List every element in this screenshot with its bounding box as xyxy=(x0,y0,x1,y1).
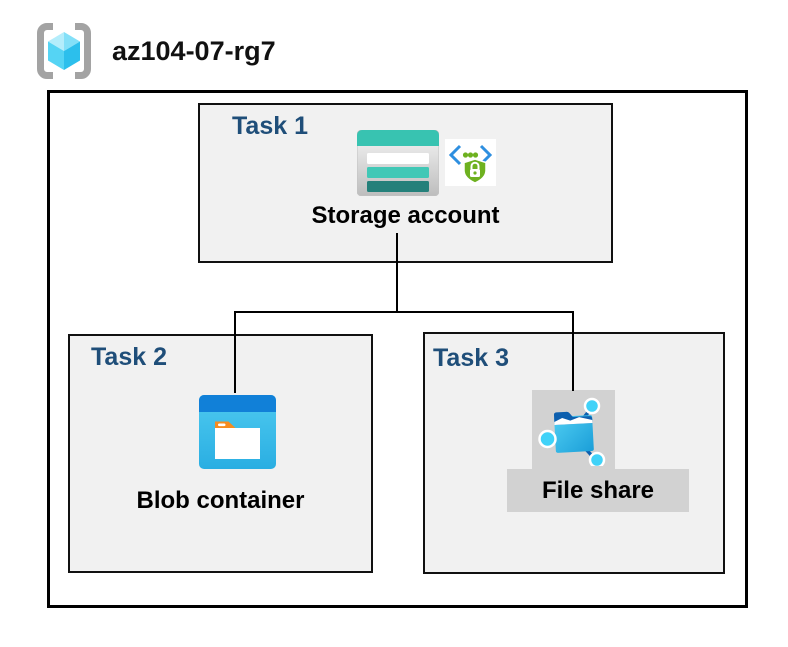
storage-account-label: Storage account xyxy=(311,202,500,229)
file-share-icon-highlight xyxy=(532,390,615,470)
file-share-icon xyxy=(538,397,606,466)
task3-label: Task 3 xyxy=(433,344,509,372)
task3-box: Task 3 xyxy=(423,332,725,574)
task2-label: Task 2 xyxy=(91,343,167,371)
task1-box: Task 1 Storage xyxy=(198,103,613,263)
file-share-label: File share xyxy=(541,477,655,504)
secure-access-sas-icon xyxy=(445,139,496,186)
blob-container-label: Blob container xyxy=(136,487,305,514)
file-share-label-highlight: File share xyxy=(507,469,689,512)
connector-to-blob-container xyxy=(233,310,236,393)
resource-group-icon xyxy=(37,23,91,79)
storage-account-icon xyxy=(357,130,439,196)
task2-box: Task 2 Blob container xyxy=(68,334,373,573)
connector-horizontal xyxy=(233,310,574,313)
resource-group-name: az104-07-rg7 xyxy=(112,36,276,66)
task1-label: Task 1 xyxy=(232,112,308,140)
connector-to-file-share xyxy=(571,310,574,391)
connector-stem xyxy=(395,233,398,312)
blob-container-icon xyxy=(199,395,276,469)
